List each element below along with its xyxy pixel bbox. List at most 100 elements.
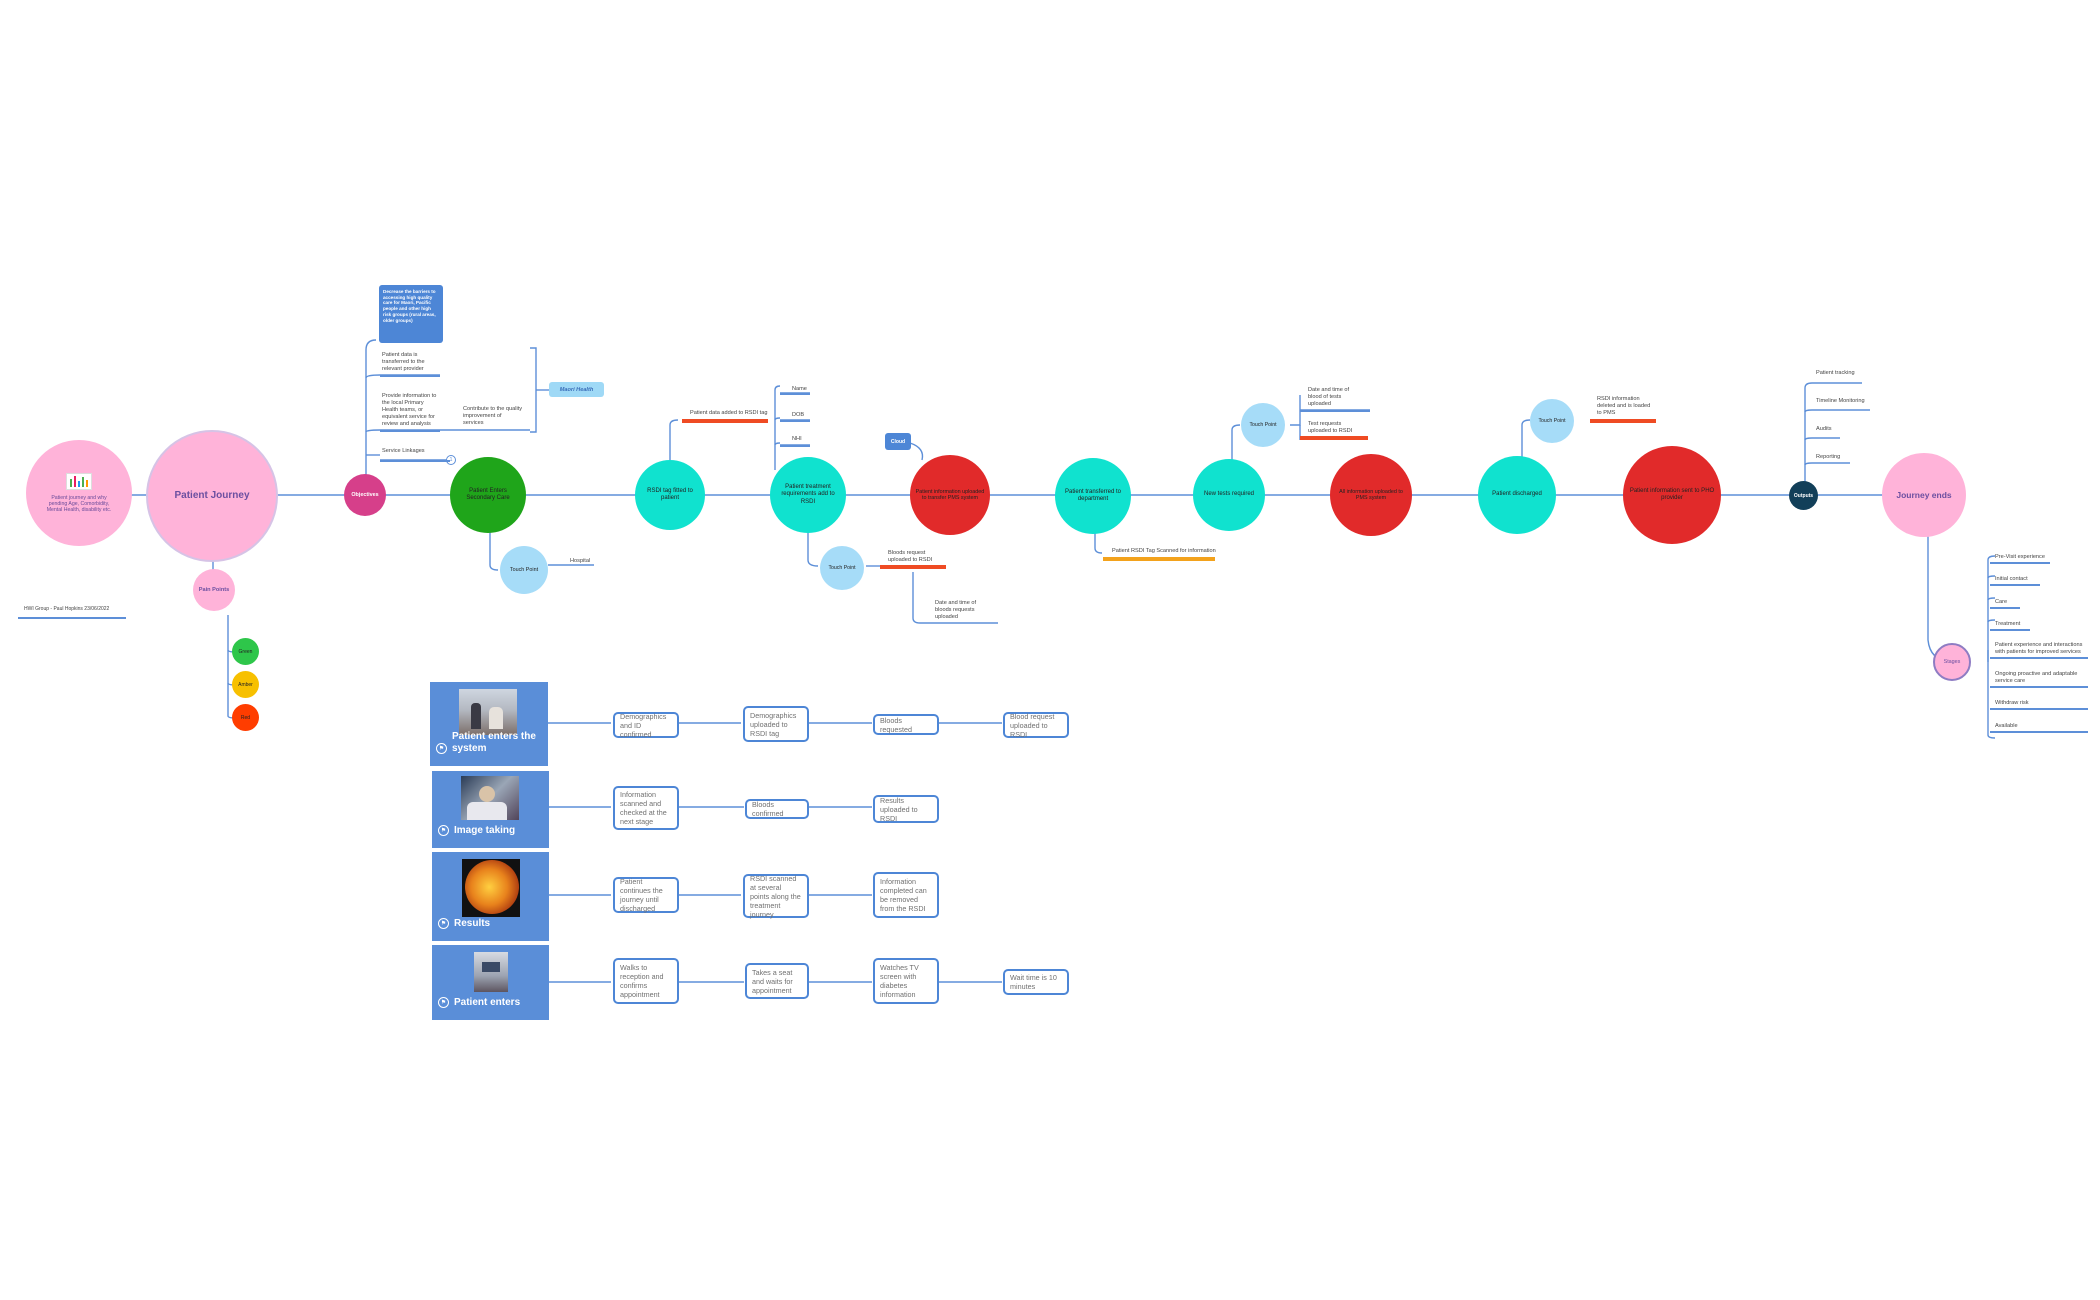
lane-card-results[interactable]: ⚑ Results [432,852,549,941]
new-tests-node[interactable]: New tests required [1193,459,1265,531]
info-uploaded-pms-node[interactable]: Patient information uploaded to transfer… [910,455,990,535]
bloods-uploaded-bar [880,565,946,569]
flag-icon: ⚑ [438,918,449,929]
imaging-photo-icon [461,776,519,820]
transferred-department-node[interactable]: Patient transferred to department [1055,458,1131,534]
credit-label: HWI Group - Paul Hopkins 23/06/2022 [24,606,110,612]
lane-step[interactable]: Walks to reception and confirms appointm… [613,958,679,1004]
output-2: Timeline Monitoring [1816,398,1865,404]
output-1: Patient tracking [1816,370,1855,376]
retina-photo-icon [462,859,520,917]
field-nhi-label: NHI [792,436,802,442]
pain-points-node[interactable]: Pain Points [193,569,235,611]
lane-step[interactable]: Results uploaded to RSDI [873,795,939,823]
objectives-node[interactable]: Objectives [344,474,386,516]
pain-points-label: Pain Points [198,586,230,593]
flag-icon: ⚑ [438,997,449,1008]
summary-node[interactable]: Patient journey and why pending Age, Com… [26,440,132,546]
lane-step[interactable]: Watches TV screen with diabetes informat… [873,958,939,1004]
date-blood-label: Date and time of bloods requests uploade… [935,600,977,620]
lane-step[interactable]: Information completed can be removed fro… [873,872,939,918]
test-requests-bar [1300,436,1368,440]
lane-card-patient-enters-system[interactable]: ⚑ Patient enters the system [430,682,548,766]
stage-item: Care [1995,599,2008,605]
touch-point-4[interactable]: Touch Point [1530,399,1574,443]
stage-item: Available [1995,723,2018,729]
info-sent-pho-node[interactable]: Patient information sent to PHO provider [1623,446,1721,544]
objectives-label: Objectives [351,491,379,498]
stages-node[interactable]: Stages [1933,643,1971,681]
lane-step[interactable]: Wait time is 10 minutes [1003,969,1069,995]
status-green-label: Green [238,648,253,655]
stage-item: Treatment [1995,621,2021,627]
stage-item: Initial contact [1995,576,2028,582]
stage-item: Ongoing proactive and adaptable service … [1995,671,2078,684]
lane-step[interactable]: Demographics and ID confirmed [613,712,679,739]
chart-thumbnail-icon [66,472,92,490]
patient-journey-node[interactable]: Patient Journey [146,430,278,562]
flag-icon: ⚑ [436,743,447,754]
rsdi-scanned-bar [1103,557,1215,561]
objective-item-1: Patient data is transferred to the relev… [382,352,425,372]
hospital-label: Hospital [570,558,591,564]
rsdi-detail-label: Patient data added to RSDI tag [690,410,768,416]
flag-icon: ⚑ [438,825,449,836]
cloud-tag[interactable]: Cloud [885,433,911,450]
touch-point-2[interactable]: Touch Point [820,546,864,590]
status-green-node[interactable]: Green [232,638,259,665]
lane-title: Results [454,917,491,929]
lane-step[interactable]: Bloods requested [873,714,939,735]
rsdi-deleted-label: RSDI information deleted and is loaded t… [1597,396,1651,416]
rsdi-fitted-node[interactable]: RSDI tag fitted to patient [635,460,705,530]
lane-step[interactable]: Takes a seat and waits for appointment [745,963,809,999]
enters-secondary-care-node[interactable]: Patient Enters Secondary Care [450,457,526,533]
lane-step[interactable]: Blood request uploaded to RSDI [1003,712,1069,739]
maori-health-tag[interactable]: Maori Health [549,382,604,397]
stage-item: Patient experience and interactions with… [1995,642,2083,655]
status-amber-node[interactable]: Amber [232,671,259,698]
rsdi-deleted-bar [1590,419,1656,423]
field-dob-label: DOB [792,412,805,418]
lane-title: Image taking [454,824,516,836]
waiting-room-photo-icon [474,952,508,992]
objective-item-4: Service Linkages [382,448,425,454]
output-4: Reporting [1816,454,1841,460]
lane-step[interactable]: Information scanned and checked at the n… [613,786,679,830]
discharged-node[interactable]: Patient discharged [1478,456,1556,534]
lane-step[interactable]: Bloods confirmed [745,799,809,819]
reception-photo-icon [459,689,517,735]
date-tests-label: Date and time of blood of tests uploaded [1308,387,1350,407]
lane-step[interactable]: RSDI scanned at several points along the… [743,874,809,919]
lane-title: Patient enters the system [452,731,536,754]
objective-item-2: Provide information to the local Primary… [382,393,437,427]
summary-label: Patient journey and why pending Age, Com… [46,494,112,514]
test-requests-label: Test requests uploaded to RSDI [1308,421,1353,434]
status-amber-label: Amber [238,681,253,688]
treatment-requirements-node[interactable]: Patient treatment requirements add to RS… [770,457,846,533]
all-info-pms-node[interactable]: All information uploaded to PMS system [1330,454,1412,536]
objective-item-3: Contribute to the quality improvement of… [463,406,523,426]
lane-title: Patient enters [454,996,521,1008]
rsdi-detail-bar [682,419,768,423]
field-name-label: Name [792,386,807,392]
lane-step[interactable]: Demographics uploaded to RSDI tag [743,706,809,742]
touch-point-3[interactable]: Touch Point [1241,403,1285,447]
objectives-aim-text: Decrease the barriers to accessing high … [383,289,436,323]
output-3: Audits [1816,426,1832,432]
bloods-uploaded-label: Bloods request uploaded to RSDI [888,550,933,563]
stage-item: Pre-Visit experience [1995,554,2045,560]
touch-point-1[interactable]: Touch Point [500,546,548,594]
status-red-node[interactable]: Red [232,704,259,731]
lane-card-patient-enters[interactable]: ⚑ Patient enters [432,945,549,1020]
lane-step[interactable]: Patient continues the journey until disc… [613,877,679,913]
objectives-aim-box[interactable]: Decrease the barriers to accessing high … [379,285,443,343]
lane-card-image-taking[interactable]: ⚑ Image taking [432,771,549,848]
credit-underline [18,617,126,619]
stage-item: Withdraw risk [1995,700,2029,706]
journey-ends-node[interactable]: Journey ends [1882,453,1966,537]
rsdi-scanned-label: Patient RSDI Tag Scanned for information [1112,548,1216,554]
outputs-node[interactable]: Outputs [1789,481,1818,510]
status-red-label: Red [240,714,251,721]
